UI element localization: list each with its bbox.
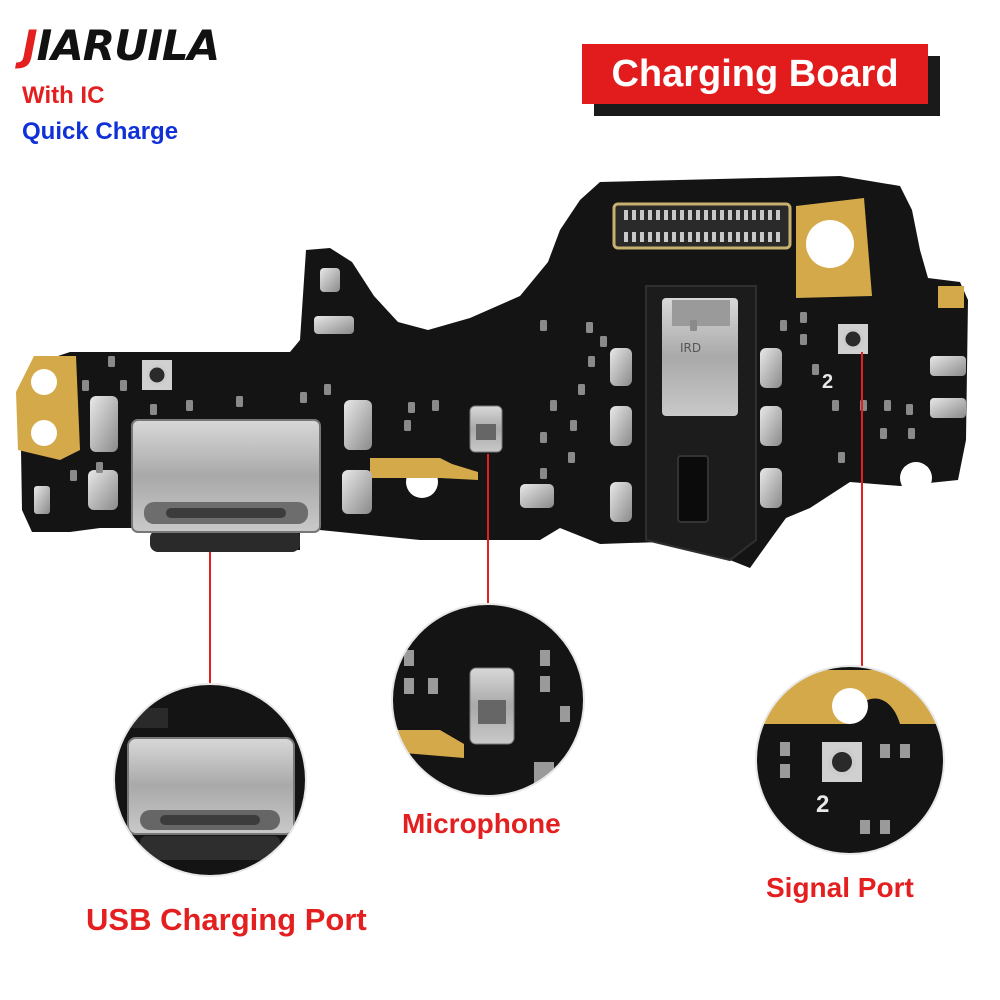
connector-pin [760, 232, 764, 242]
connector-pin [752, 210, 756, 220]
connector-pin [632, 232, 636, 242]
smd-component [568, 452, 575, 463]
jack-marker: IRD [680, 341, 701, 355]
smd-component [540, 432, 547, 443]
connector-pin [760, 210, 764, 220]
smd-component [884, 400, 891, 411]
connector-pin [704, 210, 708, 220]
connector-pin [688, 210, 692, 220]
smd-component [600, 336, 607, 347]
connector-pin [672, 232, 676, 242]
smd-component [540, 320, 547, 331]
smd-component [408, 402, 415, 413]
smd-component [236, 396, 243, 407]
connector-pin [744, 210, 748, 220]
connector-pin [648, 210, 652, 220]
connector-pin [768, 210, 772, 220]
brand-rest: IARUILA [36, 21, 220, 70]
smd-component [550, 400, 557, 411]
feature-quick-charge: Quick Charge [22, 118, 179, 145]
connector-pin [720, 232, 724, 242]
microphone-label: Microphone [402, 808, 561, 839]
connector-pin [704, 232, 708, 242]
connector-pin [664, 232, 668, 242]
smd-component [832, 400, 839, 411]
brand-first-letter: J [22, 21, 38, 70]
connector-pin [712, 232, 716, 242]
connector-pin [656, 232, 660, 242]
signal-zoom-marker: 2 [816, 791, 829, 818]
connector-pin [680, 232, 684, 242]
smd-component [880, 428, 887, 439]
smd-component [82, 380, 89, 391]
microphone-on-board [469, 405, 503, 453]
smd-component [404, 420, 411, 431]
smd-component [432, 400, 439, 411]
smd-component [780, 320, 787, 331]
connector-pin [712, 210, 716, 220]
connector-pin [696, 232, 700, 242]
connector-pin [648, 232, 652, 242]
connector-pin [664, 210, 668, 220]
usb-c-port [131, 419, 321, 552]
connector-pin [624, 232, 628, 242]
connector-pin [736, 232, 740, 242]
usb-zoom-callout [113, 683, 307, 877]
connector-pin [776, 210, 780, 220]
connector-pin [776, 232, 780, 242]
connector-pin [680, 210, 684, 220]
headphone-jack: IRD [645, 285, 757, 562]
smd-component [570, 420, 577, 431]
smd-component [586, 322, 593, 333]
connector-pin [736, 210, 740, 220]
smd-component [800, 334, 807, 345]
smd-component [108, 356, 115, 367]
connector-pin [720, 210, 724, 220]
feature-with-ic: With IC [22, 82, 105, 109]
page-title: Charging Board [582, 44, 928, 104]
connector-pin [640, 232, 644, 242]
connector-pin [688, 232, 692, 242]
connector-pin [768, 232, 772, 242]
smd-component [906, 404, 913, 415]
metal-pads [34, 268, 966, 522]
connector-pin [624, 210, 628, 220]
smd-component [300, 392, 307, 403]
connector-pin [672, 210, 676, 220]
smd-component [578, 384, 585, 395]
antenna-marker: 2 [822, 371, 833, 393]
smd-component [838, 452, 845, 463]
smd-component [908, 428, 915, 439]
smd-component [324, 384, 331, 395]
connector-pin [656, 210, 660, 220]
connector-pin [640, 210, 644, 220]
smd-component [690, 320, 697, 331]
antenna-connector-right [838, 324, 868, 354]
smd-component [70, 470, 77, 481]
connector-pin [752, 232, 756, 242]
signal-zoom-callout: 2 [755, 665, 945, 855]
connector-pin [728, 232, 732, 242]
fpc-connector [612, 202, 792, 250]
smd-component [800, 312, 807, 323]
smd-component [186, 400, 193, 411]
smd-component [588, 356, 595, 367]
smd-component [540, 468, 547, 479]
connector-pin [696, 210, 700, 220]
signal-port-label: Signal Port [766, 872, 914, 903]
smd-component [812, 364, 819, 375]
connector-pin [744, 232, 748, 242]
gold-mount-right [796, 198, 872, 298]
smd-component [150, 404, 157, 415]
smd-component [120, 380, 127, 391]
mic-zoom-callout [391, 603, 585, 797]
connector-pin [632, 210, 636, 220]
usb-charging-port-label: USB Charging Port [86, 902, 367, 937]
connector-pin [728, 210, 732, 220]
antenna-connector-left [142, 360, 172, 390]
gold-mount-left [16, 356, 80, 460]
smd-component [96, 462, 103, 473]
brand-logo: JIARUILA [22, 21, 220, 70]
